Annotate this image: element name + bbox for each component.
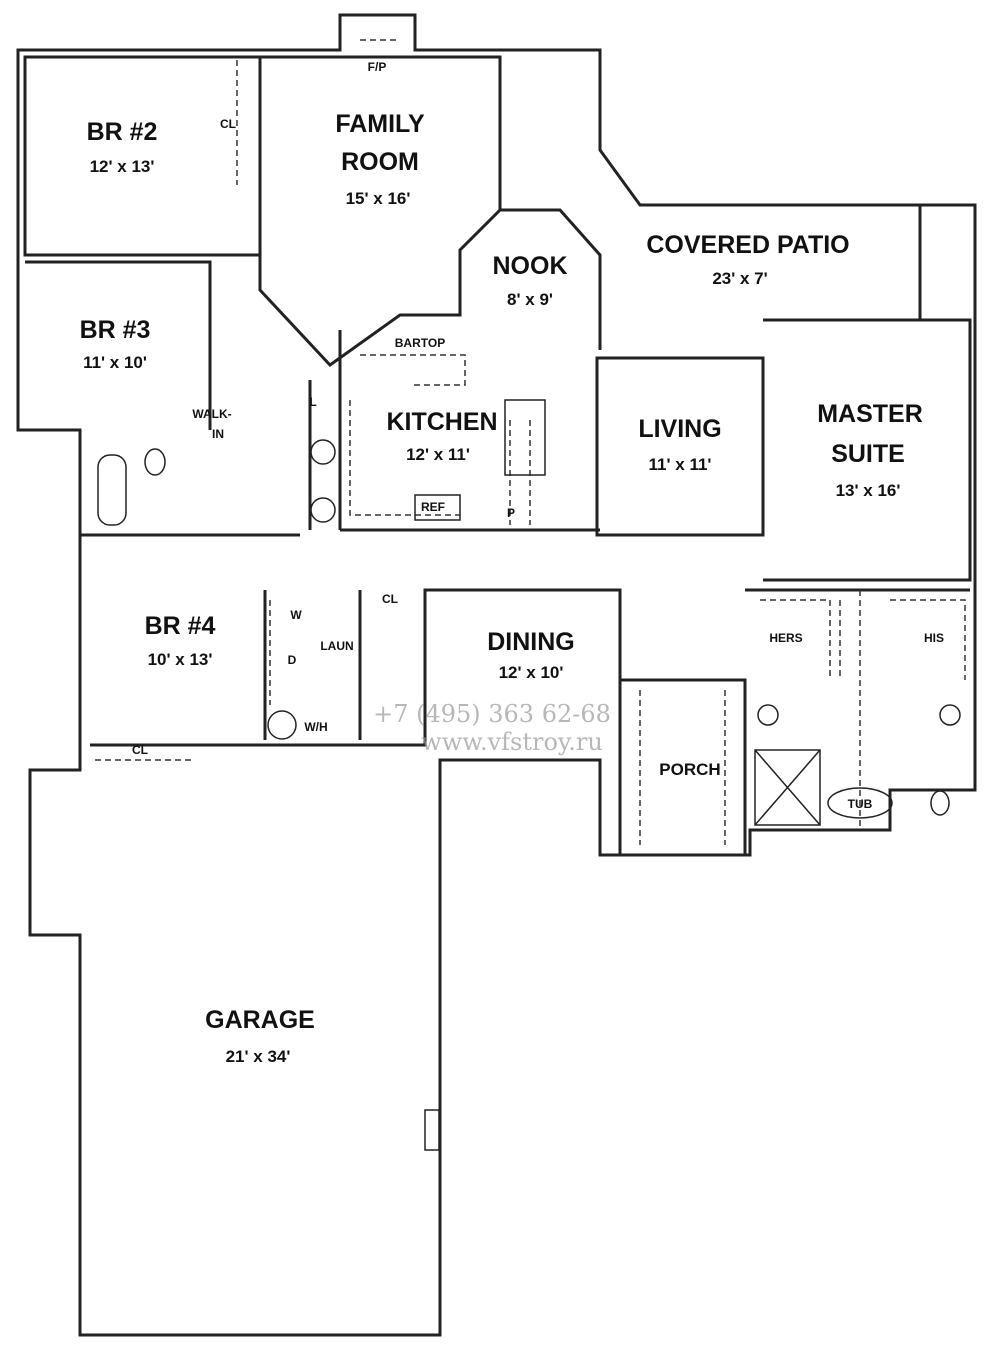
- bartop-label: BARTOP: [395, 336, 445, 350]
- ref-label: REF: [421, 500, 445, 514]
- nook-size: 8' x 9': [507, 290, 553, 309]
- watermark: +7 (495) 363 62-68 www.vfstroy.ru: [373, 700, 611, 756]
- fixture-labels: F/P CL CL CL WALK- IN L BARTOP REF P W D…: [132, 60, 944, 811]
- br4-label: BR #4: [145, 612, 216, 640]
- dining-label: DINING: [487, 628, 575, 656]
- washer-label: W: [290, 608, 302, 622]
- dryer-label: D: [288, 653, 297, 667]
- closet-label: CL: [382, 592, 398, 606]
- walk-in-label: WALK-: [192, 407, 231, 421]
- family-label-2: ROOM: [341, 148, 419, 176]
- details: [95, 39, 966, 1151]
- br3-size: 11' x 10': [83, 353, 147, 372]
- family-label-1: FAMILY: [335, 110, 425, 138]
- living-label: LIVING: [638, 415, 721, 443]
- walk-in-label: IN: [212, 427, 224, 441]
- garage-size: 21' x 34': [226, 1047, 291, 1066]
- br4-size: 10' x 13': [148, 650, 213, 669]
- room-labels: BR #2 12' x 13' BR #3 11' x 10' FAMILY R…: [80, 110, 923, 1066]
- kitchen-size: 12' x 11': [406, 445, 470, 464]
- kitchen-label: KITCHEN: [386, 408, 497, 436]
- fireplace-label: F/P: [368, 60, 387, 74]
- br2-size: 12' x 13': [90, 157, 155, 176]
- laundry-label: LAUN: [320, 639, 353, 653]
- family-size: 15' x 16': [346, 189, 411, 208]
- master-size: 13' x 16': [836, 481, 901, 500]
- pantry-label: P: [507, 506, 515, 520]
- watermark-phone: +7 (495) 363 62-68: [373, 700, 611, 728]
- garage-label: GARAGE: [205, 1006, 315, 1034]
- dining-size: 12' x 10': [499, 663, 564, 682]
- br3-label: BR #3: [80, 316, 151, 344]
- br2-label: BR #2: [87, 118, 158, 146]
- linen-label: L: [309, 395, 316, 409]
- patio-label: COVERED PATIO: [646, 231, 849, 259]
- closet-label: CL: [220, 117, 236, 131]
- watermark-site: www.vfstroy.ru: [421, 728, 603, 756]
- master-label-2: SUITE: [831, 440, 905, 468]
- living-size: 11' x 11': [649, 455, 712, 474]
- tub-label: TUB: [848, 797, 873, 811]
- closet-label: CL: [132, 743, 148, 757]
- hers-closet-label: HERS: [769, 631, 802, 645]
- master-label-1: MASTER: [817, 400, 923, 428]
- his-closet-label: HIS: [924, 631, 944, 645]
- water-heater-label: W/H: [304, 720, 327, 734]
- nook-label: NOOK: [493, 252, 568, 280]
- patio-size: 23' x 7': [712, 269, 767, 288]
- walls: [16, 13, 977, 1337]
- porch-label: PORCH: [659, 760, 720, 779]
